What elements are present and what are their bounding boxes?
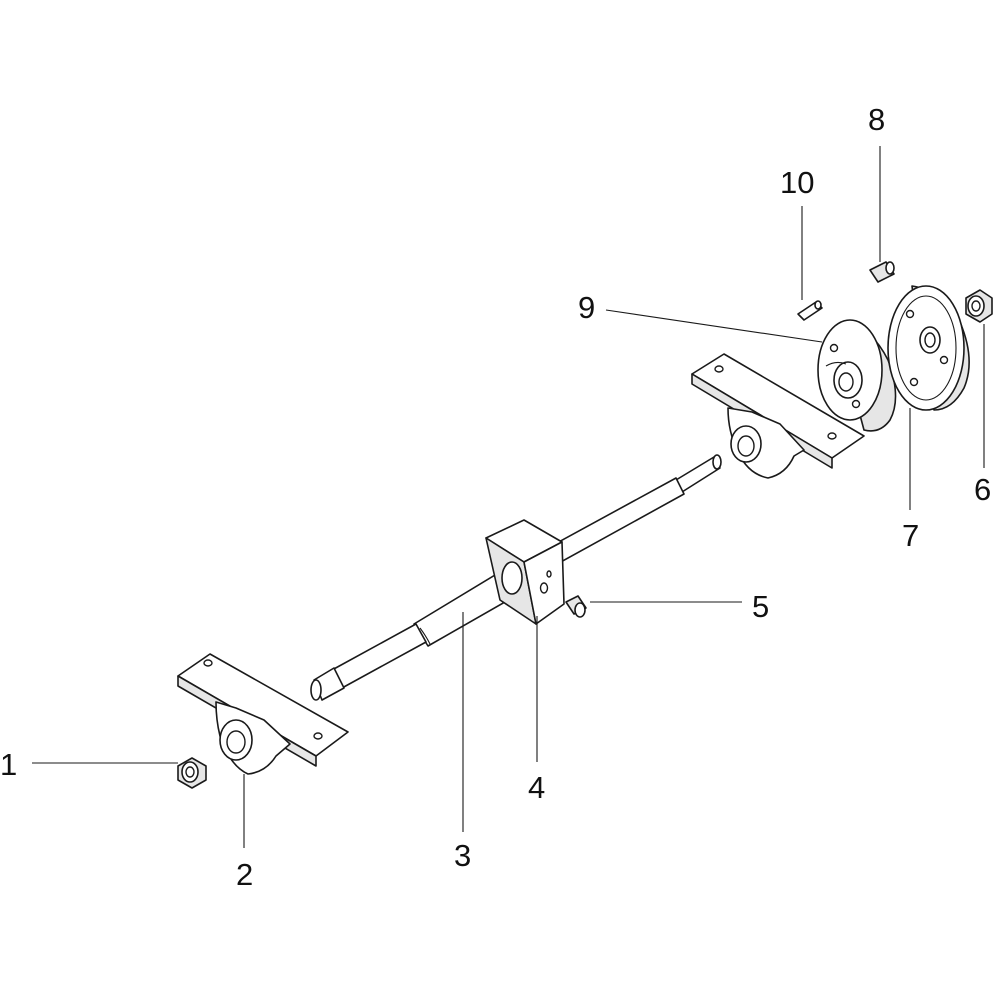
key xyxy=(797,300,823,321)
callout-8: 8 xyxy=(868,102,885,137)
set-screw xyxy=(565,595,587,618)
callout-1: 1 xyxy=(0,747,17,782)
hub-coupling xyxy=(817,319,897,432)
hex-nut-rear xyxy=(965,289,993,323)
leader-lines xyxy=(32,146,985,848)
callout-7: 7 xyxy=(902,518,919,553)
callout-9: 9 xyxy=(578,290,595,325)
dowel-pin xyxy=(869,261,895,283)
bracket-front xyxy=(177,653,349,775)
hex-nut-front xyxy=(177,757,207,789)
callout-5: 5 xyxy=(752,589,769,624)
leader-9 xyxy=(605,309,823,343)
callout-3: 3 xyxy=(454,838,471,873)
bracket-rear xyxy=(691,353,865,479)
callout-4: 4 xyxy=(528,770,545,805)
callout-labels: 1 2 3 4 5 6 7 8 9 10 xyxy=(0,102,991,892)
nut-block xyxy=(485,519,565,625)
callout-10: 10 xyxy=(780,165,814,200)
callout-2: 2 xyxy=(236,857,253,892)
handwheel-flange xyxy=(887,285,970,411)
callout-6: 6 xyxy=(974,472,991,507)
